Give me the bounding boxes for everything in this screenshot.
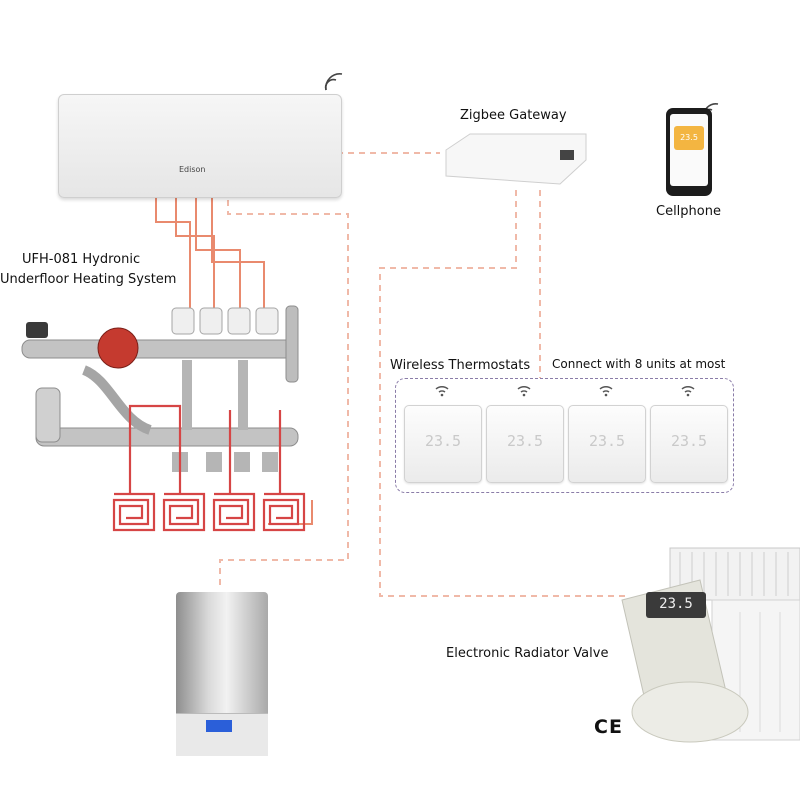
boiler-lcd [206, 720, 232, 732]
manifold [21, 305, 299, 472]
cellphone-device: 23.5 [666, 108, 712, 196]
thermostat-4-display: 23.5 [670, 432, 708, 450]
thermostat-2: 23.5 [486, 405, 564, 483]
connect-limit-note: Connect with 8 units at most [552, 357, 726, 371]
thermostat-3-display: 23.5 [588, 432, 626, 450]
radiator-valve [621, 579, 749, 743]
phone-temp-tile: 23.5 [674, 126, 704, 150]
ufh-label-line1: UFH-081 Hydronic [22, 252, 141, 267]
wire-controller-boiler [219, 200, 349, 590]
wire-actuator-1 [155, 198, 191, 310]
actuator-2 [199, 307, 223, 335]
wire-actuator-4 [211, 198, 265, 310]
zigbee-gateway-label: Zigbee Gateway [460, 108, 567, 123]
thermostat-4-wifi-icon [681, 385, 695, 397]
phone-screen: 23.5 [670, 114, 708, 186]
wireless-thermostats-label: Wireless Thermostats [390, 358, 531, 373]
thermostat-1-wifi-icon [435, 385, 449, 397]
thermostat-4: 23.5 [650, 405, 728, 483]
actuator-4 [255, 307, 279, 335]
actuator-3 [227, 307, 251, 335]
boiler [176, 592, 268, 756]
ufh-controller: Edison [58, 94, 342, 198]
radiator-valve-label: Electronic Radiator Valve [446, 646, 609, 661]
wire-actuator-3 [195, 198, 241, 310]
cellphone-label: Cellphone [656, 204, 721, 219]
wire-gateway-valve [379, 190, 626, 597]
thermostat-2-display: 23.5 [506, 432, 544, 450]
radiator-valve-display: 23.5 [659, 596, 693, 612]
pump-icon [97, 327, 139, 369]
boiler-panel [176, 713, 268, 756]
thermostat-1: 23.5 [404, 405, 482, 483]
ce-mark: CE [594, 716, 623, 738]
zigbee-gateway-device [445, 133, 587, 185]
thermostats-frame: 23.5 23.5 23.5 23.5 [395, 378, 734, 493]
thermostat-3: 23.5 [568, 405, 646, 483]
wire-loop-return [268, 500, 313, 525]
thermostat-2-wifi-icon [517, 385, 531, 397]
ufh-label-line2: Underfloor Heating System [0, 272, 177, 287]
thermostat-1-display: 23.5 [424, 432, 462, 450]
underfloor-loops [112, 404, 306, 532]
controller-brand: Edison [179, 165, 206, 174]
actuator-1 [171, 307, 195, 335]
thermostat-3-wifi-icon [599, 385, 613, 397]
